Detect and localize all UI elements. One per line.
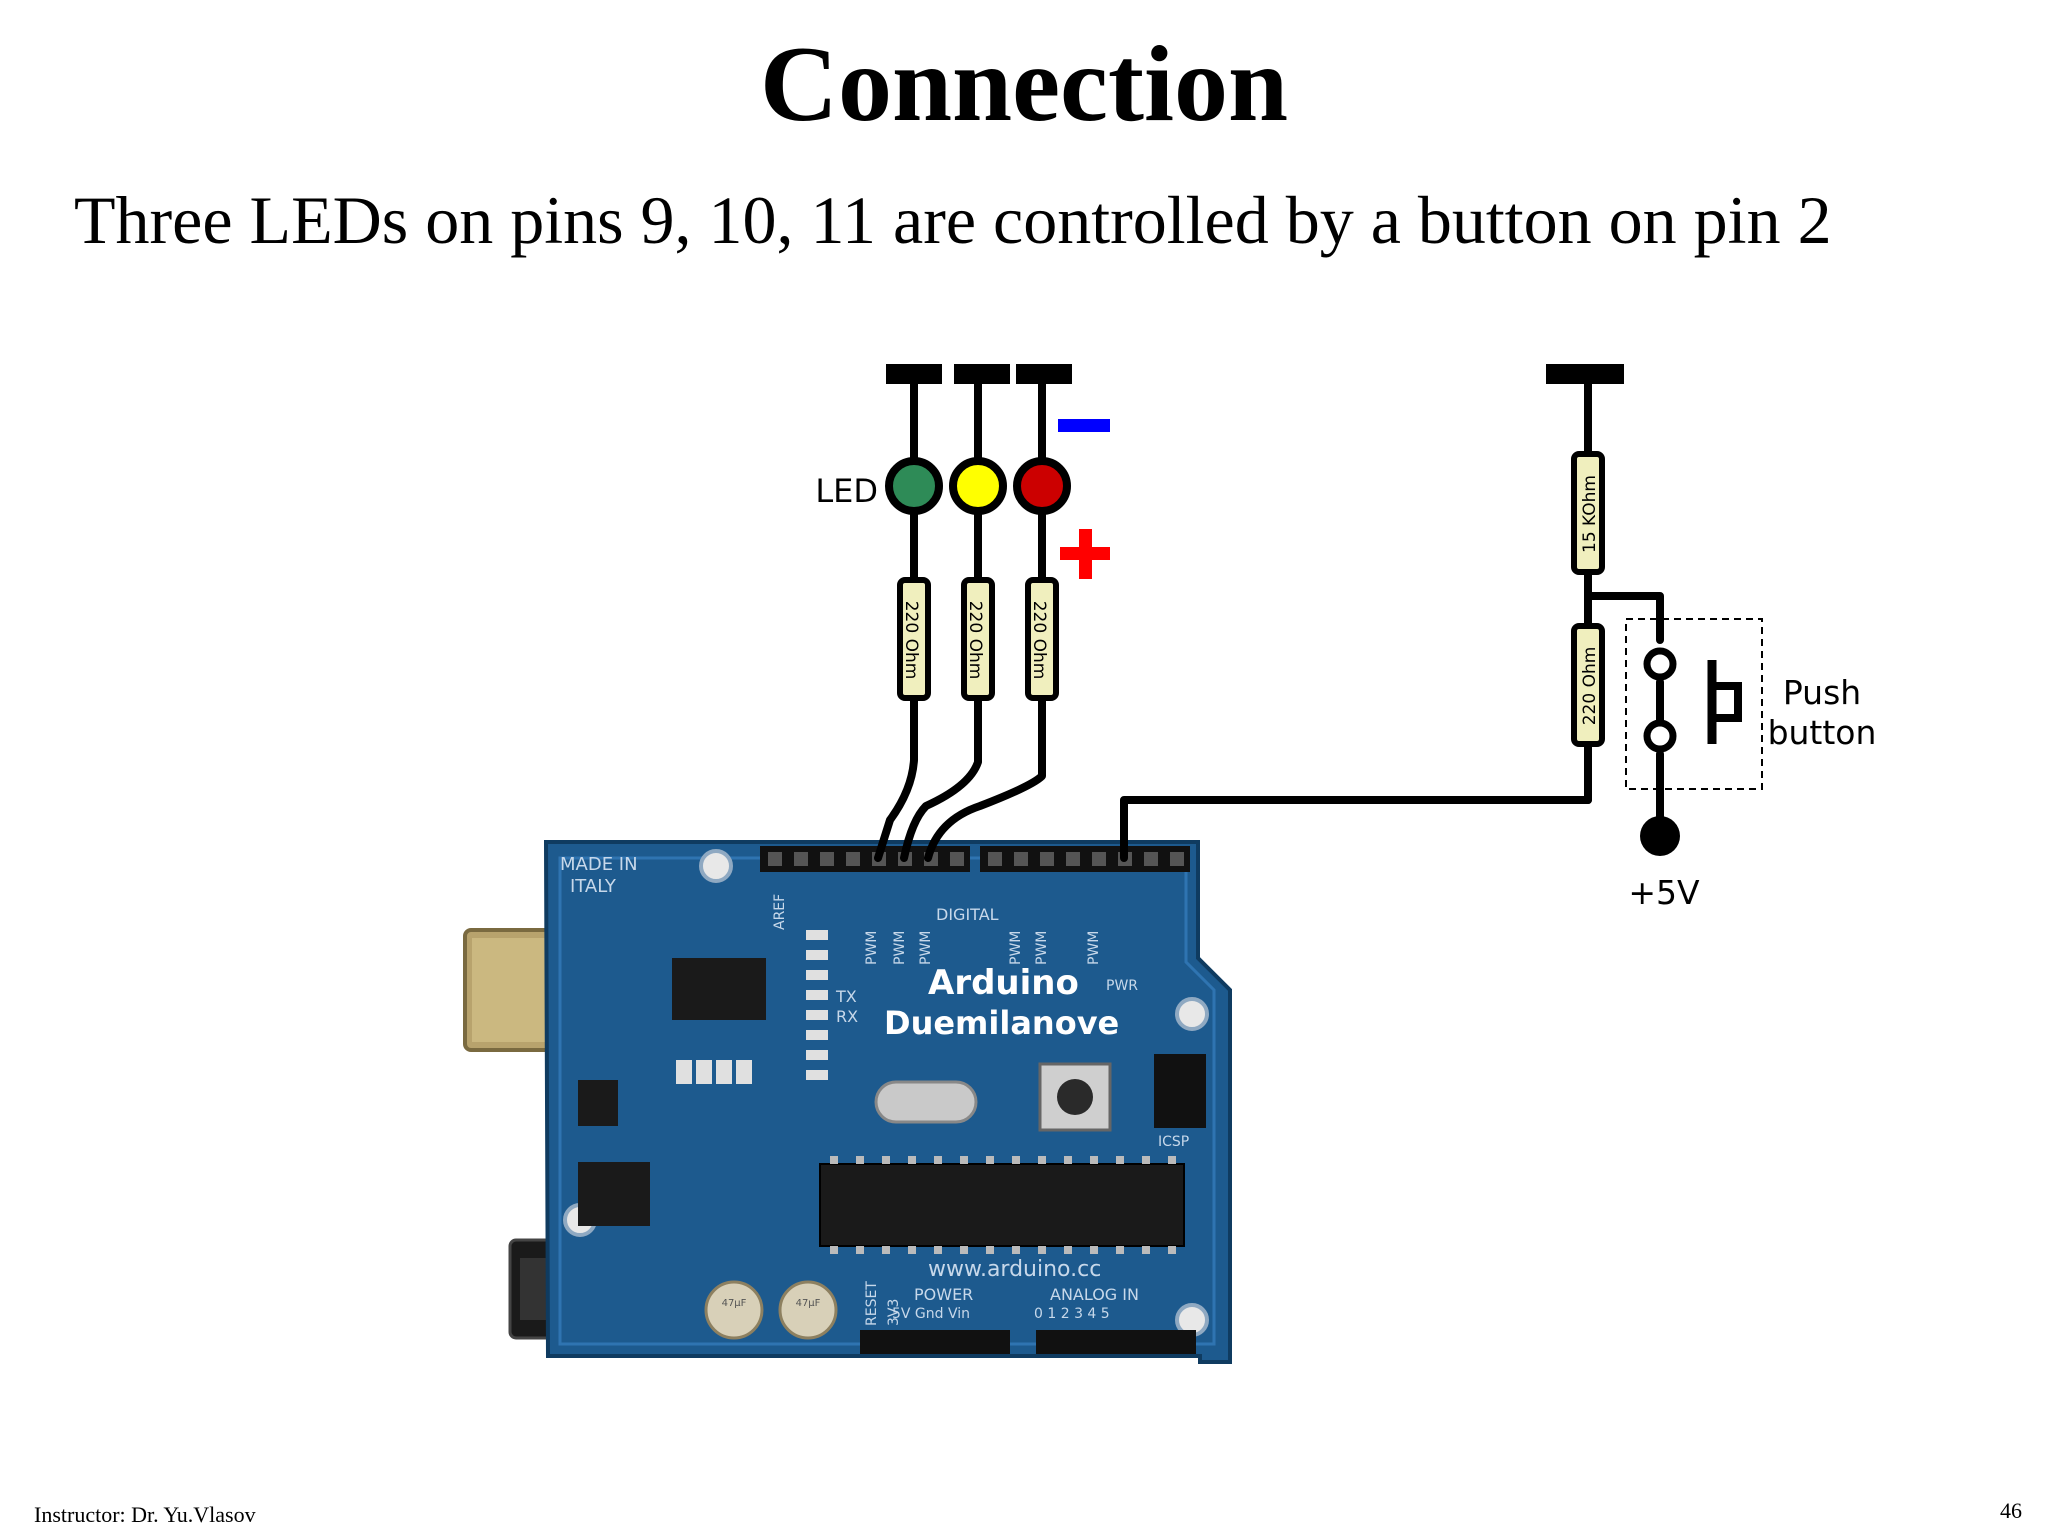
svg-text:MADE IN: MADE IN xyxy=(560,854,638,875)
svg-text:www.arduino.cc: www.arduino.cc xyxy=(928,1257,1101,1282)
footer-instructor: Instructor: Dr. Yu.Vlasov xyxy=(34,1502,256,1527)
crystal xyxy=(874,1080,978,1124)
svg-text:PWR: PWR xyxy=(1106,978,1138,994)
resistor: 220 Ohm xyxy=(961,577,995,701)
svg-text:POWER: POWER xyxy=(914,1285,973,1304)
button-resistor: 220 Ohm xyxy=(1571,623,1605,747)
plus-sign xyxy=(1060,529,1110,579)
digital-header-1 xyxy=(760,846,970,872)
led-red xyxy=(1013,457,1071,515)
svg-text:ITALY: ITALY xyxy=(570,876,617,897)
svg-text:220 Ohm: 220 Ohm xyxy=(901,601,921,680)
resistor: 220 Ohm xyxy=(1025,577,1059,701)
svg-text:220 Ohm: 220 Ohm xyxy=(965,601,985,680)
board-name-line2: Duemilanove xyxy=(884,1004,1119,1042)
pullup-resistor: 15 KOhm xyxy=(1571,451,1605,575)
power-header xyxy=(860,1330,1010,1354)
svg-text:RX: RX xyxy=(836,1007,858,1026)
page-number: 46 xyxy=(2000,1498,2022,1523)
arduino-board: 47µF 47µF MADE IN ITALY DIGITAL TX RX PW… xyxy=(463,840,1232,1364)
svg-text:PWM: PWM xyxy=(1008,931,1024,965)
svg-text:5V Gnd Vin: 5V Gnd Vin xyxy=(892,1306,970,1322)
capacitor xyxy=(778,1280,838,1340)
svg-text:PWM: PWM xyxy=(892,931,908,965)
resistor: 220 Ohm xyxy=(897,577,931,701)
led-yellow xyxy=(949,457,1007,515)
svg-text:PWM: PWM xyxy=(864,931,880,965)
push-button-symbol xyxy=(1625,618,1763,856)
microcontroller xyxy=(819,1163,1185,1247)
capacitor xyxy=(704,1280,764,1340)
svg-text:PWM: PWM xyxy=(1034,931,1050,965)
svg-text:15 KOhm: 15 KOhm xyxy=(1580,475,1600,553)
svg-text:PWM: PWM xyxy=(1086,931,1102,965)
slide-subtitle: Three LEDs on pins 9, 10, 11 are control… xyxy=(74,182,1832,258)
wires xyxy=(874,364,1664,862)
svg-text:DIGITAL: DIGITAL xyxy=(936,905,999,924)
svg-text:3V3: 3V3 xyxy=(886,1299,902,1326)
svg-text:ICSP: ICSP xyxy=(1158,1134,1189,1150)
usb-chip xyxy=(672,958,766,1020)
svg-text:47µF: 47µF xyxy=(796,1298,821,1309)
svg-text:TX: TX xyxy=(835,987,857,1006)
svg-text:0 1 2 3 4 5: 0 1 2 3 4 5 xyxy=(1034,1306,1110,1322)
minus-sign xyxy=(1058,419,1110,432)
board-name-line1: Arduino xyxy=(928,963,1079,1003)
svg-text:ANALOG IN: ANALOG IN xyxy=(1050,1285,1139,1304)
svg-text:PWM: PWM xyxy=(918,931,934,965)
svg-text:220 Ohm: 220 Ohm xyxy=(1029,601,1049,680)
led-label: LED xyxy=(815,472,878,510)
push-button-label-line1: Push xyxy=(1783,673,1861,712)
digital-header-2 xyxy=(980,846,1190,872)
icsp-header xyxy=(1154,1054,1206,1128)
svg-text:220 Ohm: 220 Ohm xyxy=(1580,647,1600,726)
led-green xyxy=(885,457,943,515)
svg-text:AREF: AREF xyxy=(772,894,788,930)
svg-text:47µF: 47µF xyxy=(722,1298,747,1309)
analog-header xyxy=(1036,1330,1196,1354)
supply-label: +5V xyxy=(1628,873,1700,912)
slide-title: Connection xyxy=(759,25,1289,144)
svg-text:RESET: RESET xyxy=(864,1281,880,1326)
push-button-label-line2: button xyxy=(1768,713,1877,752)
